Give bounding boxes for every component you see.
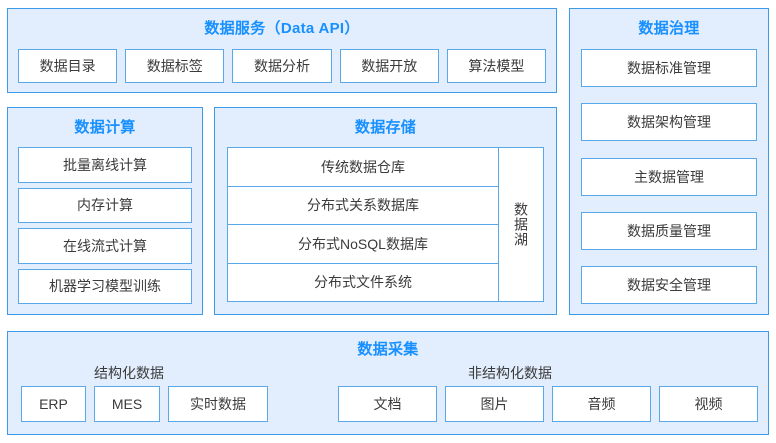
data-governance-item[interactable]: 数据标准管理 bbox=[581, 49, 757, 87]
data-governance-item[interactable]: 主数据管理 bbox=[581, 157, 757, 196]
unstructured-data-item[interactable]: 音频 bbox=[552, 386, 651, 422]
data-computation-title: 数据计算 bbox=[74, 119, 136, 136]
data-collection-title: 数据采集 bbox=[357, 341, 419, 358]
data-governance-item[interactable]: 数据安全管理 bbox=[581, 266, 757, 304]
data-storage-row-list: 传统数据仓库 分布式关系数据库 分布式NoSQL数据库 分布式文件系统 bbox=[227, 147, 498, 302]
data-computation-panel: 数据计算 批量离线计算 内存计算 在线流式计算 机器学习模型训练 bbox=[7, 107, 203, 315]
unstructured-data-item[interactable]: 图片 bbox=[445, 386, 544, 422]
structured-data-item-row: ERP MES 实时数据 bbox=[21, 386, 268, 422]
data-storage-row[interactable]: 分布式文件系统 bbox=[228, 263, 498, 301]
data-service-title: 数据服务（Data API） bbox=[204, 20, 360, 37]
structured-data-item[interactable]: ERP bbox=[21, 386, 86, 422]
data-service-item[interactable]: 数据目录 bbox=[18, 49, 118, 83]
data-computation-item[interactable]: 机器学习模型训练 bbox=[18, 268, 192, 304]
data-storage-row[interactable]: 分布式NoSQL数据库 bbox=[228, 225, 498, 264]
data-storage-row[interactable]: 传统数据仓库 bbox=[228, 148, 498, 187]
data-storage-panel: 数据存储 传统数据仓库 分布式关系数据库 分布式NoSQL数据库 分布式文件系统… bbox=[214, 107, 557, 315]
unstructured-data-item[interactable]: 文档 bbox=[338, 386, 437, 422]
data-computation-item[interactable]: 在线流式计算 bbox=[18, 228, 192, 264]
unstructured-data-item-row: 文档 图片 音频 视频 bbox=[338, 386, 758, 422]
data-governance-panel: 数据治理 数据标准管理 数据架构管理 主数据管理 数据质量管理 数据安全管理 bbox=[569, 8, 769, 315]
data-lake-label: 数据湖 bbox=[513, 202, 530, 247]
data-governance-title: 数据治理 bbox=[638, 20, 700, 37]
unstructured-data-item[interactable]: 视频 bbox=[659, 386, 758, 422]
data-service-item[interactable]: 数据分析 bbox=[232, 49, 332, 83]
data-service-item-row: 数据目录 数据标签 数据分析 数据开放 算法模型 bbox=[18, 49, 547, 83]
data-governance-item[interactable]: 数据架构管理 bbox=[581, 103, 757, 142]
data-service-panel: 数据服务（Data API） 数据目录 数据标签 数据分析 数据开放 算法模型 bbox=[7, 8, 557, 93]
data-computation-item[interactable]: 批量离线计算 bbox=[18, 147, 192, 183]
unstructured-data-label: 非结构化数据 bbox=[468, 365, 552, 381]
data-service-item[interactable]: 数据开放 bbox=[339, 49, 439, 83]
structured-data-item[interactable]: 实时数据 bbox=[168, 386, 268, 422]
data-lake-box[interactable]: 数据湖 bbox=[498, 147, 544, 302]
data-governance-item[interactable]: 数据质量管理 bbox=[581, 211, 757, 250]
data-service-item[interactable]: 数据标签 bbox=[125, 49, 225, 83]
data-storage-row[interactable]: 分布式关系数据库 bbox=[228, 186, 498, 225]
structured-data-item[interactable]: MES bbox=[94, 386, 160, 422]
data-service-item[interactable]: 算法模型 bbox=[446, 49, 547, 83]
structured-data-label: 结构化数据 bbox=[94, 365, 164, 381]
data-computation-item[interactable]: 内存计算 bbox=[18, 187, 192, 223]
data-storage-title: 数据存储 bbox=[354, 119, 417, 136]
data-collection-panel: 数据采集 结构化数据 ERP MES 实时数据 非结构化数据 文档 图片 音频 … bbox=[7, 331, 769, 435]
data-computation-item-list: 批量离线计算 内存计算 在线流式计算 机器学习模型训练 bbox=[18, 147, 192, 304]
data-storage-body: 传统数据仓库 分布式关系数据库 分布式NoSQL数据库 分布式文件系统 数据湖 bbox=[227, 147, 544, 302]
data-governance-item-list: 数据标准管理 数据架构管理 主数据管理 数据质量管理 数据安全管理 bbox=[581, 49, 757, 304]
